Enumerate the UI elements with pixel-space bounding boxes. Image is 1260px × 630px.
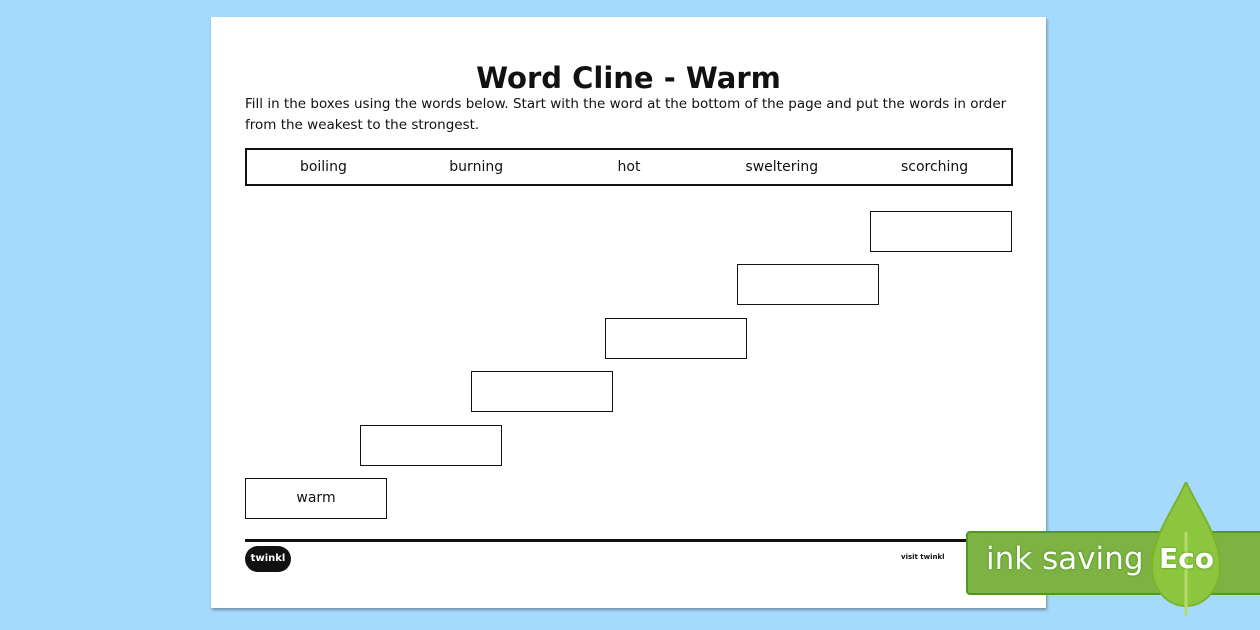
eco-label: Eco	[1159, 542, 1214, 575]
worksheet-page: Word Cline - Warm Fill in the boxes usin…	[211, 17, 1046, 608]
twinkl-logo: twinkl	[245, 546, 291, 572]
cline-box-6[interactable]	[870, 211, 1012, 252]
page-title: Word Cline - Warm	[476, 61, 781, 95]
cline-box-2[interactable]	[360, 425, 502, 466]
word-bank-item: boiling	[299, 159, 347, 175]
footer-divider	[245, 539, 1015, 542]
leaf-icon	[1150, 482, 1222, 616]
word-bank-item: hot	[617, 159, 641, 175]
footer-text: visit twinkl	[901, 553, 945, 561]
cline-box-4[interactable]	[605, 318, 747, 359]
ink-saving-text: ink saving	[986, 541, 1144, 577]
cline-box-5[interactable]	[737, 264, 879, 305]
cline-box-1: warm	[245, 478, 387, 519]
word-bank-item: sweltering	[745, 159, 819, 175]
cline-box-3[interactable]	[471, 371, 613, 412]
word-bank-item: burning	[449, 159, 504, 175]
word-bank-item: scorching	[900, 159, 969, 175]
word-bank: boiling burning hot sweltering scorching	[245, 148, 1013, 186]
instructions: Fill in the boxes using the words below.…	[245, 96, 1007, 133]
